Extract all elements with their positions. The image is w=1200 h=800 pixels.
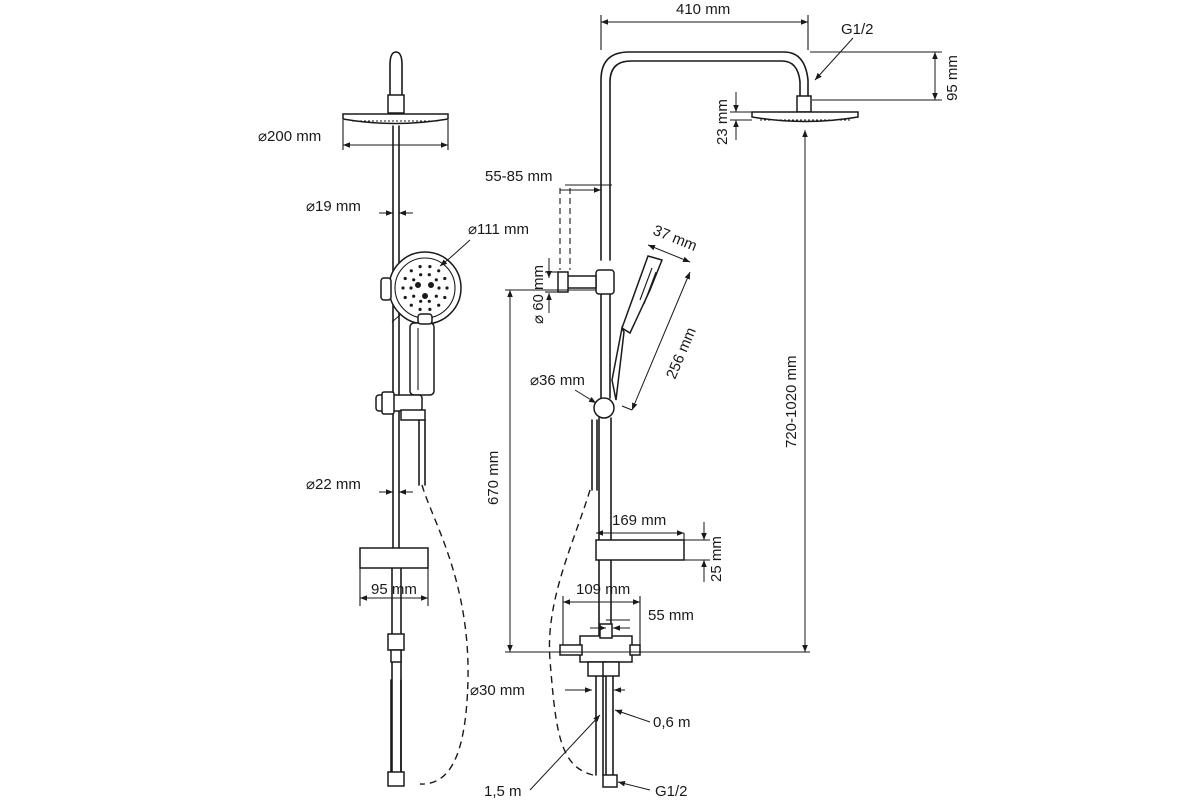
nozzle-dot	[409, 286, 413, 290]
nozzle-dot	[409, 303, 413, 307]
front-rain-head	[342, 113, 449, 125]
nozzle-dot	[419, 273, 423, 277]
nozzle-dot	[434, 294, 438, 298]
side-hose-dashed	[548, 489, 599, 777]
label-dia-36: ⌀36 mm	[530, 372, 585, 389]
label-height-720-1020: 720-1020 mm	[783, 355, 800, 448]
label-dia-19: ⌀19 mm	[306, 198, 361, 215]
label-height-23: 23 mm	[714, 99, 731, 145]
label-dia-200: ⌀200 mm	[258, 128, 321, 145]
nozzle-dot	[403, 276, 407, 281]
front-top-pipe	[389, 51, 403, 113]
side-upper-arm-inner	[609, 60, 801, 261]
label-hose-0-6: 0,6 m	[653, 714, 691, 731]
nozzle-dot	[409, 269, 413, 273]
nozzle-dot	[428, 307, 432, 311]
nozzle-dot	[427, 273, 431, 277]
side-shelf	[595, 539, 685, 561]
nozzle-dot	[412, 294, 416, 298]
label-hose-1-5: 1,5 m	[484, 783, 522, 800]
label-height-25: 25 mm	[708, 536, 725, 582]
nozzle-dot	[403, 295, 407, 300]
side-head-nut	[796, 95, 812, 113]
label-g12-bottom: G1/2	[655, 783, 688, 800]
front-view	[342, 51, 471, 787]
front-shelf	[359, 547, 429, 569]
label-width-55: 55 mm	[648, 607, 694, 624]
label-width-95: 95 mm	[371, 581, 417, 598]
nozzle-dot	[419, 299, 423, 303]
side-ball-joint	[593, 397, 615, 419]
label-dia-111: ⌀111 mm	[468, 221, 529, 238]
label-length-256: 256 mm	[663, 325, 700, 382]
nozzle-dot	[437, 269, 441, 273]
front-hand-shower	[380, 251, 462, 396]
label-height-670: 670 mm	[485, 451, 502, 505]
side-wall-bracket	[557, 269, 615, 295]
side-hand-shower	[611, 255, 664, 401]
nozzle-dot	[445, 286, 449, 290]
nozzle-dot	[427, 299, 431, 303]
nozzle-dot	[412, 278, 416, 282]
nozzle-dot	[437, 303, 441, 307]
label-dia-22: ⌀22 mm	[306, 476, 361, 493]
nozzle-dot	[418, 307, 422, 311]
front-bottom-hose	[387, 679, 405, 787]
label-g12-top: G1/2	[841, 21, 874, 38]
label-height-95: 95 mm	[944, 55, 961, 101]
nozzle-dot	[437, 286, 441, 290]
side-bottom-connector	[602, 774, 618, 788]
label-dia-60: ⌀ 60 mm	[530, 265, 547, 324]
nozzle-dot	[443, 276, 447, 281]
nozzle-dot	[428, 265, 432, 269]
side-rain-head	[751, 111, 859, 123]
nozzle-dot	[443, 295, 447, 300]
front-lower-clamp	[387, 633, 405, 663]
front-slider-holder	[375, 391, 426, 421]
label-width-109: 109 mm	[576, 581, 630, 598]
label-width-169: 169 mm	[612, 512, 666, 529]
label-width-37: 37 mm	[651, 222, 700, 255]
label-dia-30: ⌀30 mm	[470, 682, 525, 699]
front-hand-nozzles	[401, 265, 449, 311]
side-upper-arm-outer	[600, 51, 809, 261]
nozzle-dot	[418, 265, 422, 269]
front-hose-dashed	[419, 484, 469, 785]
side-mixer	[559, 623, 641, 663]
label-width-410: 410 mm	[676, 1, 730, 18]
nozzle-dot	[434, 278, 438, 282]
label-range-55-85: 55-85 mm	[485, 168, 553, 185]
nozzle-dot	[401, 286, 405, 290]
side-view	[505, 15, 942, 791]
front-hose-coil	[418, 419, 426, 486]
front-head-nut	[387, 94, 405, 114]
